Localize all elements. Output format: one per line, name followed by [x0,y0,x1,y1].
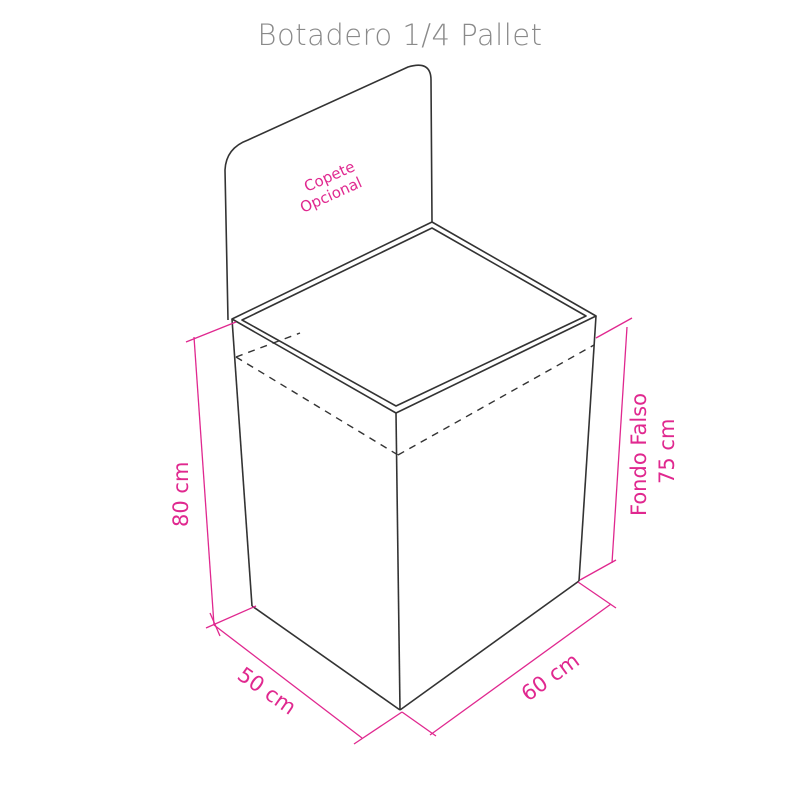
box-front-corner-edge [395,412,401,711]
false-bottom-label-line2: 75 cm [655,419,679,484]
box-inner-rim [241,227,587,407]
box-front-left-edge [231,318,253,607]
false-bottom-label-line1: Fondo Falso [627,393,651,516]
diagram-title: Botadero 1/4 Pallet [257,18,543,52]
width-label: 60 cm [517,648,584,706]
depth-dimension [209,612,403,745]
box-right-edge [578,315,597,582]
box-outline [231,221,597,711]
box-bottom-left-edge [251,605,401,711]
height-label: 80 cm [169,462,193,527]
height-dimension [185,321,257,629]
header-panel [224,64,433,321]
false-bottom-dimension [579,317,633,581]
box-top-rim [231,221,597,414]
false-bottom-line [235,332,595,456]
depth-label: 50 cm [233,662,300,719]
box-bottom-right-edge [399,580,580,711]
width-dimension [401,581,617,737]
